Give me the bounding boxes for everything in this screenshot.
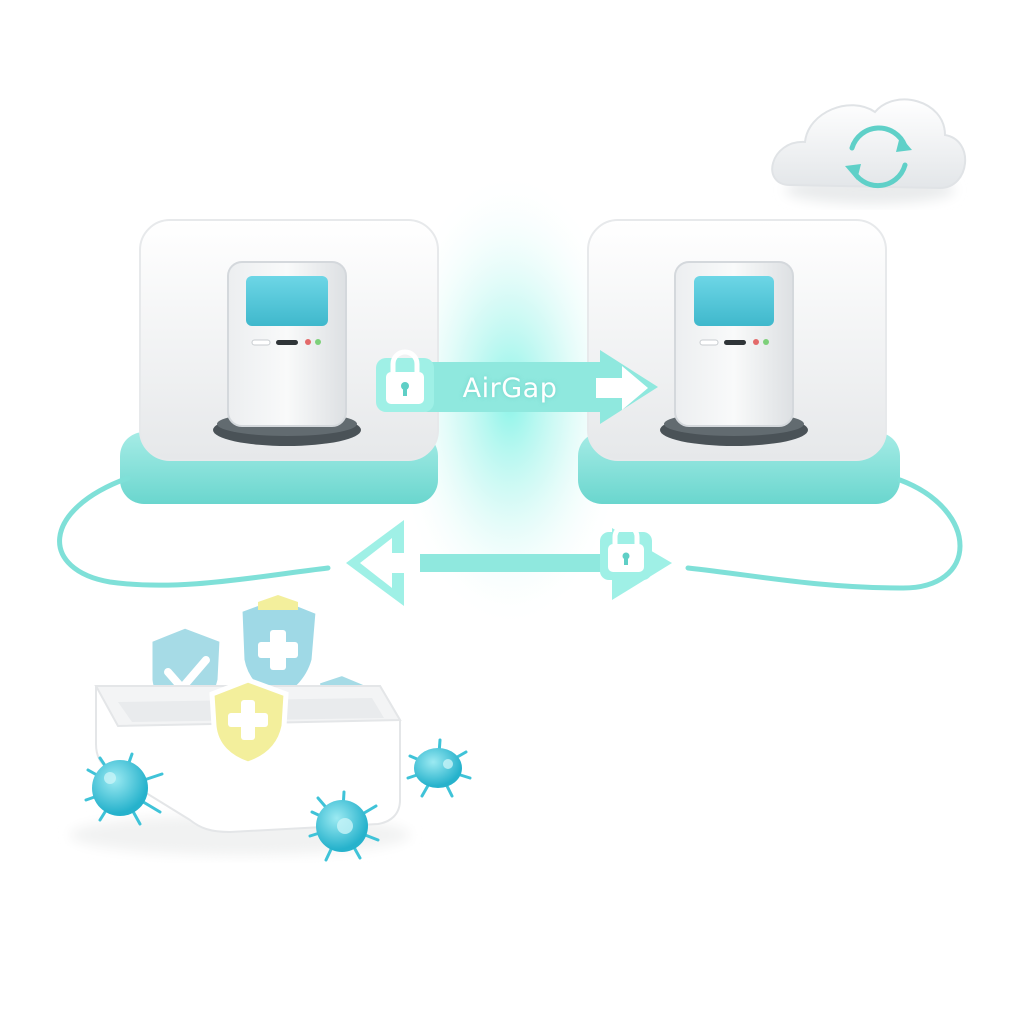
airgap-label: AirGap [462,372,558,404]
cable-left [57,475,331,588]
virus-icon [406,738,472,798]
server-left [120,219,439,504]
virus-icon [308,790,380,862]
arrow-left-icon [360,538,420,588]
shield-box [70,593,410,855]
lock-icon [376,349,434,412]
cable-right [685,477,963,591]
cloud-sync-icon [771,98,967,204]
shield-plus-icon [209,677,289,767]
arrow-right-icon [596,366,648,410]
lock-icon [600,523,652,580]
virus-icon [84,752,164,826]
server-right [578,219,900,504]
